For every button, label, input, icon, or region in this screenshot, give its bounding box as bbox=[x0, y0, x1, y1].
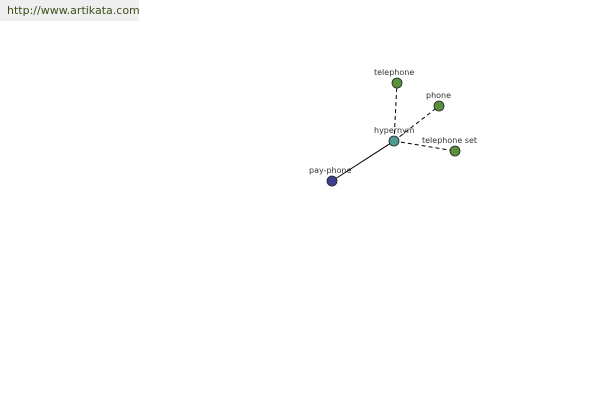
node-pay-phone[interactable] bbox=[326, 175, 338, 187]
edge-pay-phone bbox=[331, 140, 395, 182]
graph-nodes bbox=[326, 77, 461, 187]
node-phone[interactable] bbox=[433, 100, 445, 112]
site-url-link[interactable]: http://www.artikata.com bbox=[0, 0, 140, 21]
label-phone[interactable]: phone bbox=[426, 91, 451, 100]
edge-telephone-set bbox=[393, 140, 456, 152]
edge-phone bbox=[393, 105, 440, 142]
graph-labels: hypernym telephone phone telephone set pay-p… bbox=[309, 68, 477, 175]
label-telephone[interactable]: telephone bbox=[374, 68, 414, 77]
graph-edges bbox=[331, 82, 456, 182]
node-telephone-set[interactable] bbox=[449, 145, 461, 157]
node-hypernym[interactable] bbox=[388, 135, 400, 147]
label-hypernym[interactable]: hypernym bbox=[374, 126, 415, 135]
label-pay-phone[interactable]: pay-phone bbox=[309, 166, 352, 175]
edge-telephone bbox=[393, 82, 398, 142]
label-telephone-set[interactable]: telephone set bbox=[422, 136, 477, 145]
node-telephone[interactable] bbox=[391, 77, 403, 89]
